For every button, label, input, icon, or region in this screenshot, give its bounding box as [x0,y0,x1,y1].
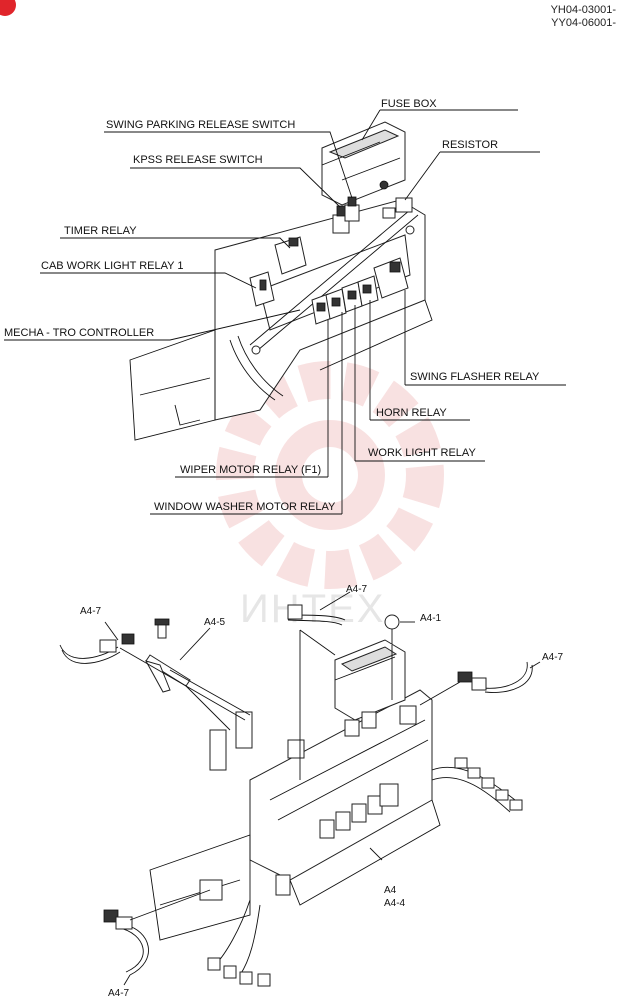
label-mecha-tro-controller: MECHA - TRO CONTROLLER [4,327,154,339]
label-fuse-box: FUSE BOX [381,98,437,110]
l-bracket [144,618,191,693]
label-window-washer-motor-relay: WINDOW WASHER MOTOR RELAY [154,501,336,513]
label-cab-work-light-relay-1: CAB WORK LIGHT RELAY 1 [41,260,183,272]
page-corner-tab [0,0,16,16]
clamp-left [59,633,135,664]
label-swing-parking-release-switch: SWING PARKING RELEASE SWITCH [106,119,295,131]
cab-work-light-relay-1 [249,271,275,307]
bottom-harness [207,899,271,987]
label-swing-flasher-relay: SWING FLASHER RELAY [410,371,540,383]
model-codes: YH04-03001- YY04-06001- [551,4,616,30]
ref-a4-7-bottom: A4-7 [108,988,130,999]
clamp-bottom [103,909,149,976]
ref-a4-7-right: A4-7 [542,652,564,663]
upper-diagram: FUSE BOX SWING PARKING RELEASE SWITCH RE… [4,98,566,515]
label-wiper-motor-relay: WIPER MOTOR RELAY (F1) [180,464,321,476]
label-kpss-release-switch: KPSS RELEASE SWITCH [133,154,263,166]
bolt-icon [384,614,400,644]
right-harness [431,757,523,813]
model-code-1: YH04-03001- [550,4,616,16]
watermark-text: ИНТЕХ [240,587,385,631]
upper-leader-lines [4,109,566,515]
ref-a4-4: A4-4 [384,898,406,909]
label-timer-relay: TIMER RELAY [64,225,137,237]
lower-diagram: A4-7 A4-7 A4-5 A4-1 A4-7 A4 A4-4 A4-7 [59,584,564,999]
watermark-gear-icon [216,361,444,589]
lower-leader-lines [104,591,541,986]
label-resistor: RESISTOR [442,139,498,151]
fuse-box [321,121,406,206]
resistor [382,197,413,219]
ref-a4-5: A4-5 [204,617,226,628]
lower-switch-blocks [209,711,253,771]
ref-a4-1: A4-1 [420,613,442,624]
clamp-right [457,661,533,693]
ref-a4: A4 [384,885,397,896]
clamp-top [287,604,346,626]
model-code-2: YY04-06001- [551,17,616,29]
lower-panel-assembly [149,689,441,941]
label-horn-relay: HORN RELAY [376,407,447,419]
label-work-light-relay: WORK LIGHT RELAY [368,447,476,459]
lower-fuse-box [334,639,406,721]
ref-a4-7-top: A4-7 [346,584,368,595]
timer-relay [274,236,307,275]
ref-a4-7-left: A4-7 [80,606,102,617]
relay-row [311,257,409,325]
